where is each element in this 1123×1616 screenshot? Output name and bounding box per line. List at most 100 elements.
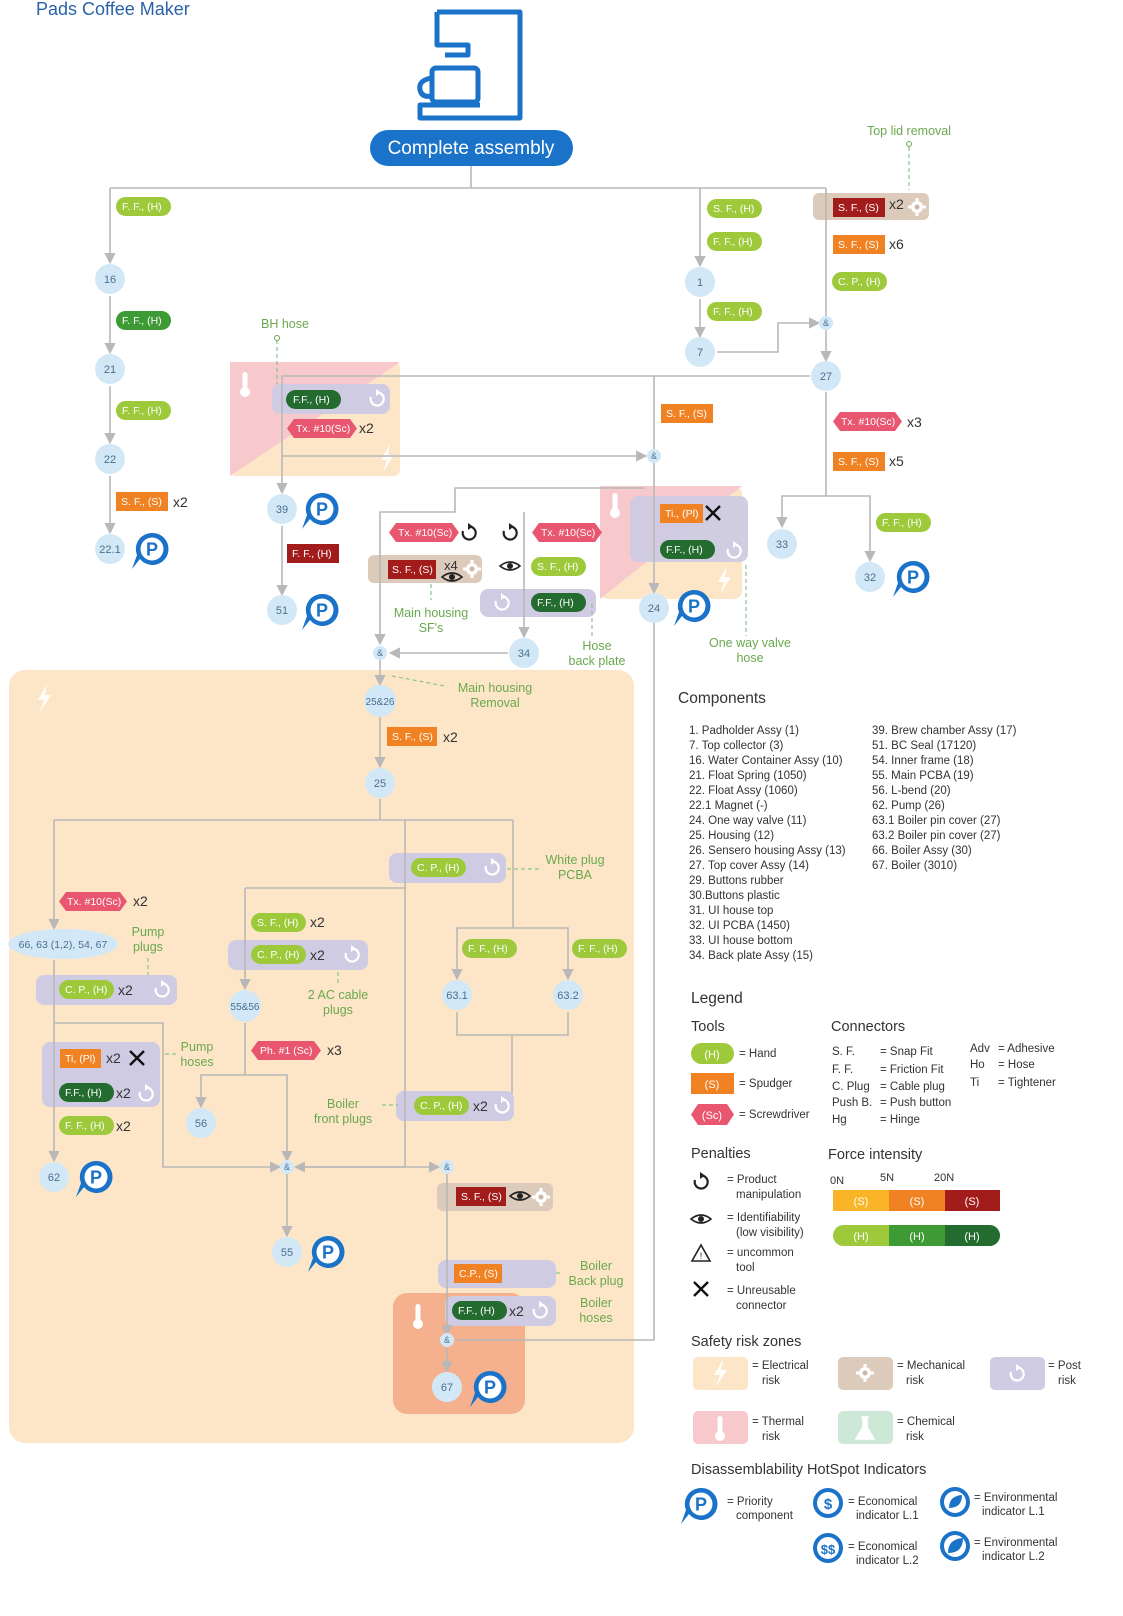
tag-ff-h[interactable]: F. F., (H) (116, 197, 171, 216)
svg-text:= Chemical: = Chemical (897, 1416, 955, 1428)
node-63-2[interactable]: 63.2 (553, 980, 583, 1010)
tag-cp-h[interactable]: C. P., (H) (251, 945, 306, 964)
node-1[interactable]: 1 (685, 267, 715, 297)
node-21[interactable]: 21 (95, 354, 125, 384)
tag-sf-h[interactable]: S. F., (H) (251, 913, 306, 932)
annotation: hose (736, 651, 763, 665)
node-55[interactable]: 55 (272, 1237, 302, 1267)
svg-text:F. F., (H): F. F., (H) (122, 315, 162, 327)
tag-ff-h2[interactable]: F.F., (H) (59, 1083, 114, 1102)
tag-tx10[interactable]: Tx. #10(Sc) (287, 419, 357, 438)
node-33[interactable]: 33 (767, 529, 797, 559)
tag-cp-s[interactable]: C.P., (S) (454, 1264, 502, 1283)
svg-text:= Friction Fit: = Friction Fit (880, 1064, 944, 1076)
node-56[interactable]: 56 (186, 1108, 216, 1138)
component-item: 51. BC Seal (17120) (872, 740, 976, 752)
node-39[interactable]: 39 (267, 494, 297, 524)
tag-ff-h2[interactable]: F.F., (H) (531, 593, 586, 612)
tag-ff-h[interactable]: F. F., (H) (116, 401, 171, 420)
node-34[interactable]: 34 (509, 638, 539, 668)
tag-cp-h[interactable]: C. P., (H) (414, 1096, 469, 1115)
node-7[interactable]: 7 (685, 337, 715, 367)
node-27[interactable]: 27 (811, 361, 841, 391)
tag-sf-h[interactable]: S. F., (H) (531, 557, 586, 576)
tag-ff-h2[interactable]: F.F., (H) (452, 1301, 507, 1320)
tag-ff-h[interactable]: F. F., (H) (876, 513, 931, 532)
node-25[interactable]: 25 (365, 768, 395, 798)
node-25-26[interactable]: 25&26 (364, 685, 396, 717)
tag-ti-pl[interactable]: Ti., (Pl) (660, 504, 703, 523)
tag-sf-s[interactable]: S. F., (S) (833, 452, 885, 471)
flow-lines (48, 166, 876, 1373)
tag-sf-s[interactable]: S. F., (S) (456, 1187, 506, 1206)
page-title: Pads Coffee Maker (36, 0, 190, 19)
tag-cp-h[interactable]: C. P., (H) (59, 980, 114, 999)
node-32[interactable]: 32 (855, 562, 885, 592)
node-24[interactable]: 24 (639, 593, 669, 623)
node-16[interactable]: 16 (95, 264, 125, 294)
svg-text:C. P., (H): C. P., (H) (420, 1100, 462, 1112)
tag-tx10[interactable]: Tx. #10(Sc) (389, 523, 459, 542)
tag-sf-s[interactable]: S. F., (S) (388, 560, 436, 579)
node-62[interactable]: 62 (39, 1162, 69, 1192)
node-55-56[interactable]: 55&56 (229, 990, 261, 1022)
tag-ff-s[interactable]: F. F., (H) (287, 544, 339, 563)
tag-ff-h2[interactable]: F.F., (H) (286, 390, 341, 409)
root-node[interactable] (370, 130, 573, 166)
rotate-penalty-icon (693, 1170, 709, 1190)
tag-ff-h2[interactable]: F.F., (H) (660, 540, 715, 559)
tag-sf-s[interactable]: S. F., (S) (661, 404, 713, 423)
svg-text:$: $ (824, 1496, 833, 1513)
svg-text:= Economical: = Economical (848, 1496, 917, 1508)
node-67[interactable]: 67 (432, 1372, 462, 1402)
svg-text:F. F., (H): F. F., (H) (122, 201, 162, 213)
svg-text:= uncommon: = uncommon (727, 1247, 794, 1259)
annotation-leaders (147, 147, 910, 1274)
node-22-1[interactable]: 22.1 (95, 534, 125, 564)
svg-text:= Spudger: = Spudger (739, 1078, 793, 1090)
tag-ff-h[interactable]: F. F., (H) (59, 1116, 114, 1135)
tag-ti-pl[interactable]: Ti, (Pl) (60, 1049, 101, 1068)
tag-cp-h[interactable]: C. P., (H) (411, 858, 466, 877)
node-51[interactable]: 51 (267, 595, 297, 625)
tag-sf-s[interactable]: S. F., (S) (387, 727, 437, 746)
unreusable-icon (692, 1280, 710, 1298)
tag-ff-h[interactable]: F. F., (H) (572, 939, 627, 958)
node-66-group[interactable]: 66, 63 (1,2), 54, 67 (8, 929, 118, 959)
tag-ff-h[interactable]: F. F., (H) (116, 311, 171, 330)
tag-ph1[interactable]: Ph. #1 (Sc) (251, 1041, 321, 1060)
tag-tx10[interactable]: Tx. #10(Sc) (59, 892, 127, 911)
svg-text:Adv: Adv (970, 1043, 990, 1055)
annotation: hoses (579, 1311, 612, 1325)
svg-text:risk: risk (906, 1431, 924, 1443)
multiplier: x2 (116, 1118, 131, 1134)
tag-sf-s[interactable]: S. F., (S) (833, 235, 885, 254)
svg-text:S. F., (H): S. F., (H) (537, 561, 578, 573)
svg-text:S. F., (S): S. F., (S) (461, 1191, 502, 1203)
svg-text:= Hinge: = Hinge (880, 1114, 920, 1126)
tag-sf-s[interactable]: S. F., (S) (116, 492, 168, 511)
svg-text:= Mechanical: = Mechanical (897, 1360, 965, 1372)
flask-icon (854, 1416, 876, 1440)
tag-cp-h[interactable]: C. P., (H) (832, 272, 887, 291)
svg-text:27: 27 (820, 371, 832, 383)
svg-text:24: 24 (648, 603, 660, 615)
tag-sf-s[interactable]: S. F., (S) (833, 198, 885, 217)
legend: Legend Tools (H)= Hand (S)= Spudger (Sc)… (681, 990, 1082, 1567)
tag-tx10[interactable]: Tx. #10(Sc) (833, 412, 902, 431)
node-63-1[interactable]: 63.1 (442, 980, 472, 1010)
svg-text:Ph. #1 (Sc): Ph. #1 (Sc) (260, 1045, 313, 1057)
tag-ff-h[interactable]: F. F., (H) (462, 939, 517, 958)
svg-text:22.1: 22.1 (99, 544, 120, 556)
tool-screwdriver: (Sc)= Screwdriver (691, 1104, 810, 1125)
tag-ff-h[interactable]: F. F., (H) (707, 302, 762, 321)
annotation: Pump (132, 925, 165, 939)
tag-sf-h[interactable]: S. F., (H) (707, 199, 762, 218)
node-22[interactable]: 22 (95, 444, 125, 474)
tag-tx10[interactable]: Tx. #10(Sc) (532, 523, 602, 542)
svg-text:F. F., (H): F. F., (H) (713, 306, 753, 318)
svg-text:!: ! (700, 1251, 703, 1261)
component-item: 30.Buttons plastic (689, 890, 780, 902)
tag-ff-h[interactable]: F. F., (H) (707, 232, 762, 251)
